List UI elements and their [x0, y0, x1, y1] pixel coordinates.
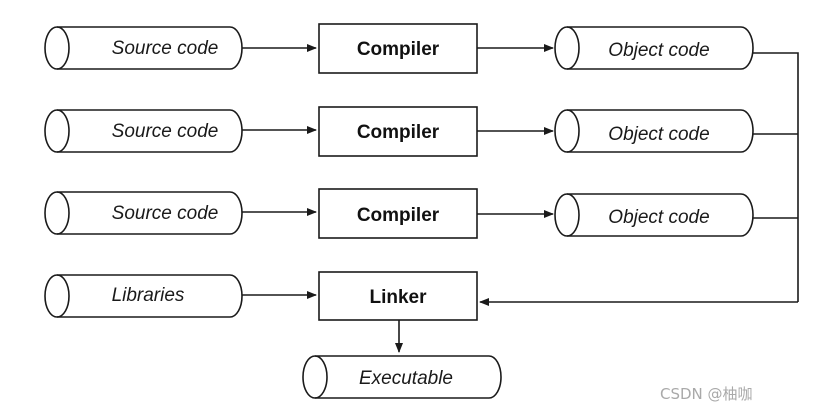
- object-code-cylinder-3: Object code: [554, 193, 754, 237]
- compiler-label-3: Compiler: [357, 205, 440, 226]
- source-code-cylinder-1: Source code: [44, 26, 243, 70]
- compiler-label-1: Compiler: [357, 39, 440, 60]
- bus-line-vertical: [753, 52, 799, 302]
- source-code-cylinder-3: Source code: [44, 191, 243, 235]
- compiler-label-2: Compiler: [357, 122, 440, 143]
- object-code-label-2: Object code: [608, 124, 709, 145]
- libraries-cylinder: Libraries: [44, 274, 243, 318]
- executable-cylinder: Executable: [302, 355, 502, 399]
- source-code-label-3: Source code: [112, 203, 219, 224]
- linker-box: Linker: [318, 271, 478, 321]
- source-code-cylinder-2: Source code: [44, 109, 243, 153]
- executable-label: Executable: [359, 368, 453, 389]
- libraries-label: Libraries: [112, 285, 185, 306]
- watermark-text: CSDN @柚咖: [660, 385, 753, 403]
- object-code-label-3: Object code: [608, 207, 709, 228]
- compiler-box-1: Compiler: [318, 23, 478, 74]
- object-code-label-1: Object code: [608, 40, 709, 61]
- linker-label: Linker: [369, 287, 427, 308]
- object-code-cylinder-2: Object code: [554, 109, 754, 153]
- source-code-label-1: Source code: [112, 38, 219, 59]
- object-code-cylinder-1: Object code: [554, 26, 754, 70]
- compiler-box-3: Compiler: [318, 188, 478, 239]
- compiler-box-2: Compiler: [318, 106, 478, 157]
- source-code-label-2: Source code: [112, 121, 219, 142]
